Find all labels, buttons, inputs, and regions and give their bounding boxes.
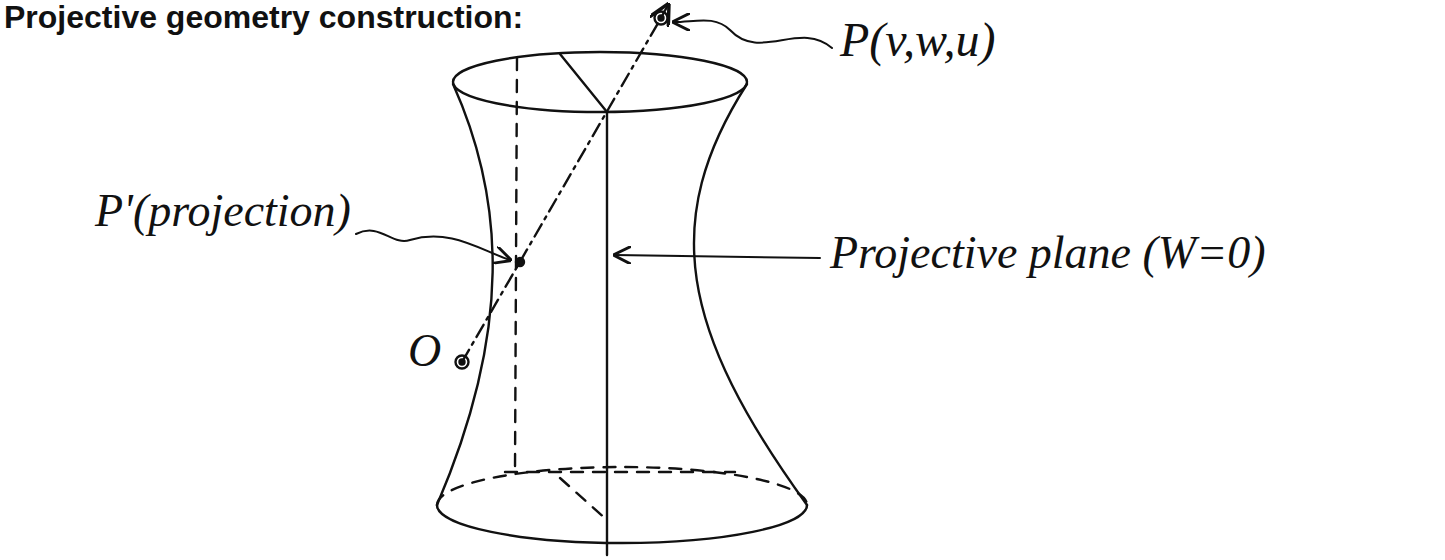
point-label: P'(projection)	[95, 186, 351, 237]
point-label: P(v,w,u)	[840, 14, 995, 67]
plane-bottom-diagonal	[560, 478, 607, 520]
left-side	[437, 84, 493, 505]
right-side	[694, 84, 807, 505]
origin-point	[456, 356, 469, 369]
top-rim	[453, 52, 747, 112]
point-label: O	[408, 326, 441, 377]
projection-ray	[462, 18, 661, 362]
plane-bottom-edge	[505, 471, 735, 473]
origin-dot	[460, 360, 465, 365]
page-title: Projective geometry construction:	[4, 0, 523, 35]
plane-top-edge	[560, 54, 607, 112]
plane-label: Projective plane (W=0)	[830, 228, 1266, 279]
projection-point	[516, 258, 524, 266]
leader-line	[615, 255, 820, 258]
bottom-rim-back	[437, 467, 807, 505]
leader-line	[674, 20, 832, 48]
leader-line	[356, 231, 510, 260]
point-p-dot	[659, 16, 664, 21]
point-p	[655, 12, 668, 25]
plane-line	[606, 112, 608, 555]
bottom-rim-front	[437, 505, 807, 543]
